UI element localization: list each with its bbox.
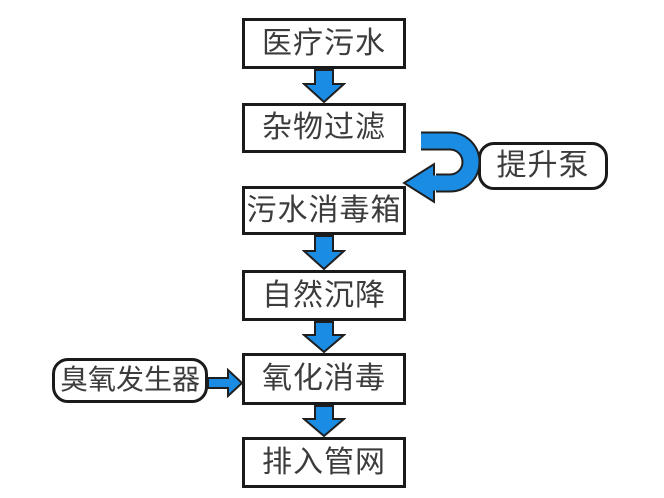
node-medical-wastewater: 医疗污水 — [242, 18, 406, 69]
node-sewage-disinfection-tank: 污水消毒箱 — [242, 186, 406, 235]
node-natural-sedimentation-label: 自然沉降 — [262, 278, 386, 312]
node-oxidation-disinfection-label: 氧化消毒 — [262, 362, 386, 395]
node-lift-pump: 提升泵 — [478, 142, 608, 190]
node-ozone-generator-label: 臭氧发生器 — [59, 364, 200, 396]
right-arrow-icon — [207, 368, 244, 398]
down-arrow-icon-3 — [302, 321, 346, 353]
node-medical-wastewater-label: 医疗污水 — [262, 26, 386, 60]
node-debris-filtration-label: 杂物过滤 — [262, 111, 386, 144]
node-natural-sedimentation: 自然沉降 — [242, 270, 406, 321]
u-turn-arrow-icon — [402, 131, 481, 204]
down-arrow-icon-1 — [302, 69, 346, 103]
down-arrow-icon-2 — [302, 235, 346, 270]
down-arrow-icon-4 — [302, 405, 346, 437]
node-sewage-disinfection-tank-label: 污水消毒箱 — [246, 193, 402, 227]
node-ozone-generator: 臭氧发生器 — [52, 358, 208, 403]
node-lift-pump-label: 提升泵 — [496, 149, 590, 182]
node-discharge-pipe-network-label: 排入管网 — [262, 445, 386, 479]
node-discharge-pipe-network: 排入管网 — [242, 437, 406, 488]
node-oxidation-disinfection: 氧化消毒 — [242, 353, 406, 405]
node-debris-filtration: 杂物过滤 — [242, 103, 406, 153]
